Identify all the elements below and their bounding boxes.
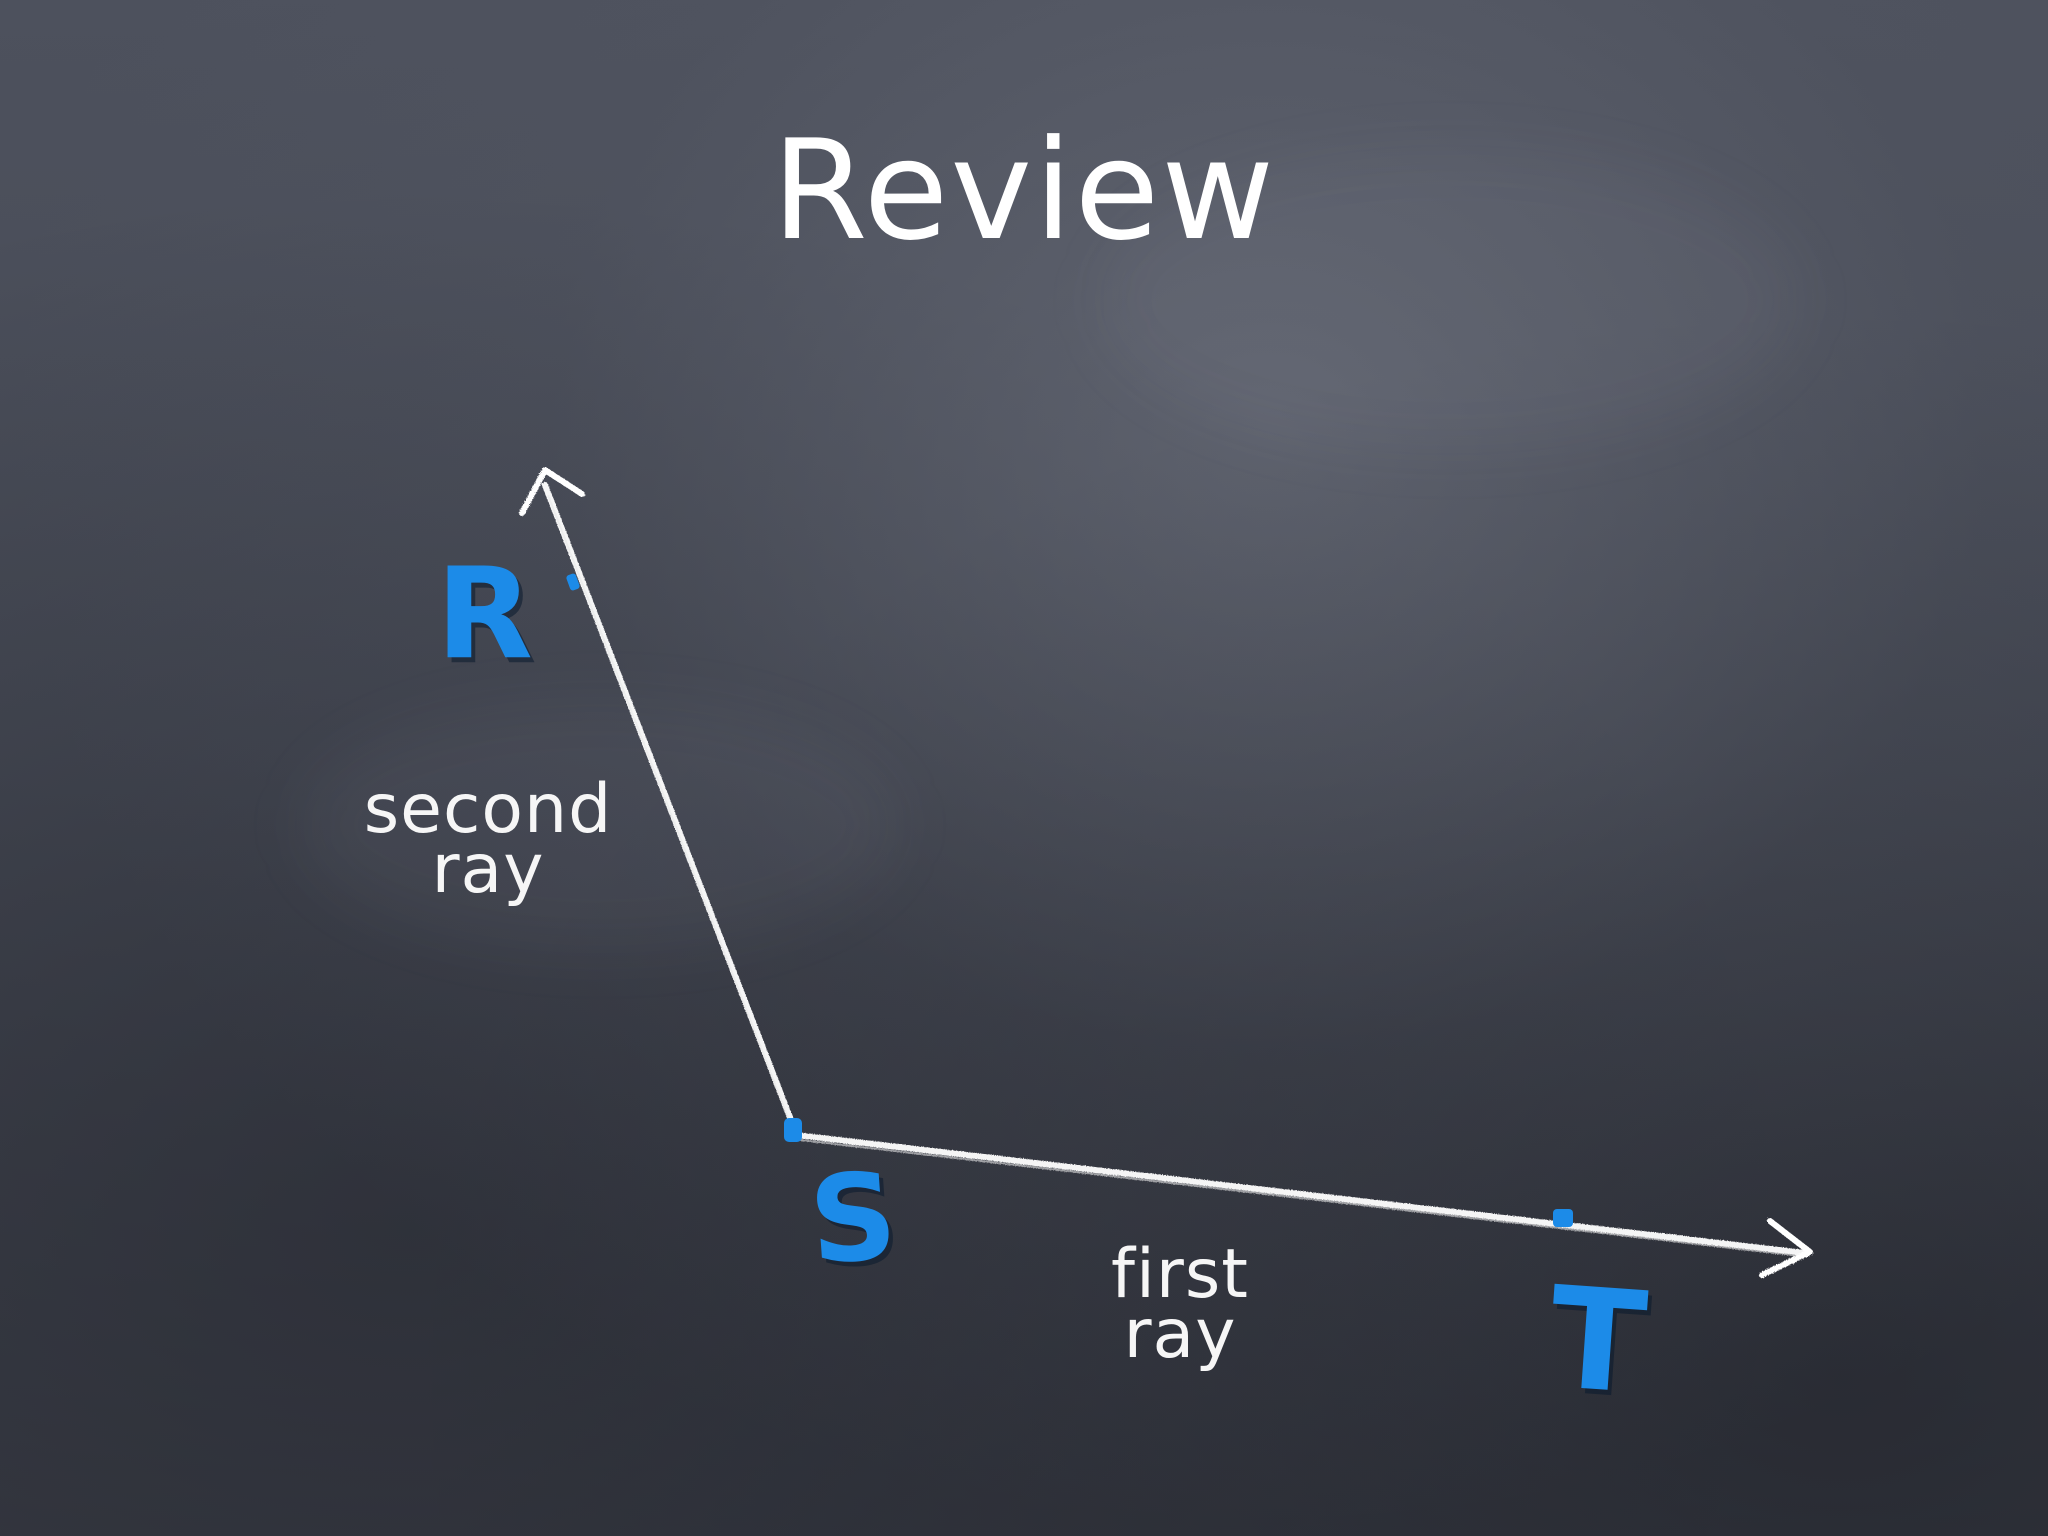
second-ray [519, 467, 799, 1136]
point-label-s: S [805, 1147, 902, 1292]
point-label-r: R [436, 540, 534, 687]
second-ray-arrowhead [519, 467, 585, 516]
first-ray-label-line2: ray [1123, 1295, 1237, 1374]
second-ray-label: second ray [348, 770, 628, 909]
point-t-dot [1553, 1209, 1573, 1227]
chalk-smudge [1100, 150, 1800, 450]
chalk-smudge [300, 700, 900, 950]
point-label-t: T [1544, 1256, 1652, 1427]
first-ray-label: first ray [1075, 1235, 1285, 1374]
point-r-dot [566, 573, 580, 591]
second-ray-label-line2: ray [431, 830, 545, 909]
second-ray-label-line1: second [363, 770, 613, 849]
point-s-dot [784, 1118, 802, 1142]
first-ray-arrowhead [1759, 1218, 1813, 1278]
first-ray [793, 1132, 1813, 1278]
first-ray-label-line1: first [1111, 1235, 1249, 1314]
slide-title: Review [771, 110, 1277, 271]
